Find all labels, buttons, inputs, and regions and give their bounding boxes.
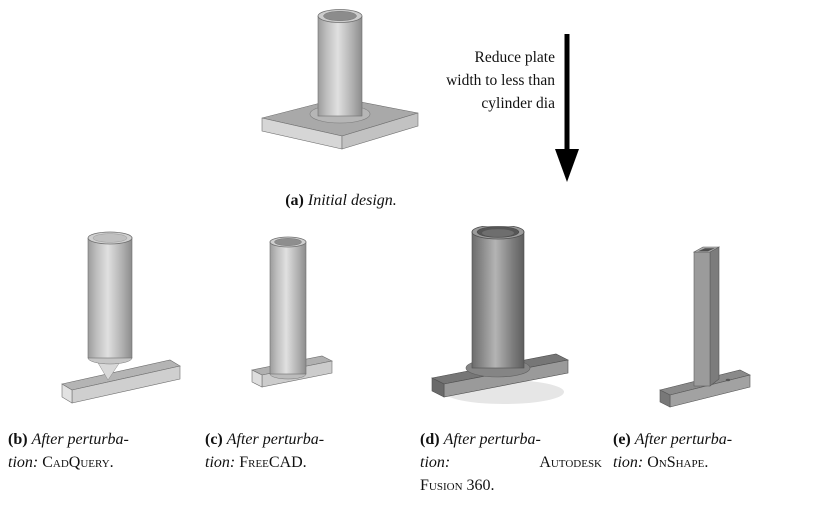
caption-line: tion: FreeCAD.	[205, 454, 307, 471]
caption-e: (e) After perturba- tion: OnShape.	[613, 428, 803, 474]
caption-line: (e) After perturba-	[613, 431, 733, 448]
plate-bar	[61, 359, 181, 404]
caption-b: (b) After perturba- tion: CadQuery.	[8, 428, 198, 474]
caption-c-label: (c)	[205, 431, 223, 448]
caption-a-text: Initial design.	[307, 192, 397, 209]
caption-line: Fusion 360.	[420, 474, 602, 497]
tool-name-cadquery: CadQuery.	[42, 454, 114, 471]
caption-line: tion: OnShape.	[613, 454, 709, 471]
cylinder	[309, 9, 371, 124]
tool-name-onshape: OnShape.	[647, 454, 709, 471]
caption-d-label: (d)	[420, 431, 440, 448]
tool-name-autodesk: Autodesk	[539, 454, 602, 471]
cad-render-cadquery	[58, 230, 188, 420]
tool-name-freecad: FreeCAD.	[239, 454, 307, 471]
caption-line: (b) After perturba-	[8, 431, 129, 448]
caption-a: (a) Initial design.	[243, 189, 439, 212]
down-arrow-icon	[555, 34, 579, 182]
tool-name-fusion-360: Fusion 360.	[420, 477, 495, 494]
caption-line: tion: Autodesk	[420, 451, 602, 474]
cylinder	[269, 236, 307, 380]
caption-line: (d) After perturba-	[420, 431, 541, 448]
cad-render-autodesk-fusion-360	[428, 226, 578, 418]
cylinder	[465, 226, 531, 378]
caption-c: (c) After perturba- tion: FreeCAD.	[205, 428, 390, 474]
annotation-line: cylinder dia	[481, 95, 555, 112]
caption-b-label: (b)	[8, 431, 28, 448]
caption-d: (d) After perturba- tion: Autodesk Fusio…	[420, 428, 602, 497]
caption-e-label: (e)	[613, 431, 631, 448]
caption-line: (c) After perturba-	[205, 431, 325, 448]
column	[692, 246, 721, 387]
caption-a-label: (a)	[285, 192, 304, 209]
cylinder	[87, 231, 133, 381]
cad-render-initial-design	[252, 6, 428, 192]
annotation-line: width to less than	[446, 72, 555, 89]
caption-line: tion: CadQuery.	[8, 454, 114, 471]
bar-hole	[725, 378, 731, 382]
cad-render-onshape	[652, 238, 767, 416]
annotation-line: Reduce plate	[474, 49, 555, 66]
arrow-annotation: Reduce plate width to less than cylinder…	[413, 46, 555, 115]
cad-render-freecad	[238, 234, 348, 414]
